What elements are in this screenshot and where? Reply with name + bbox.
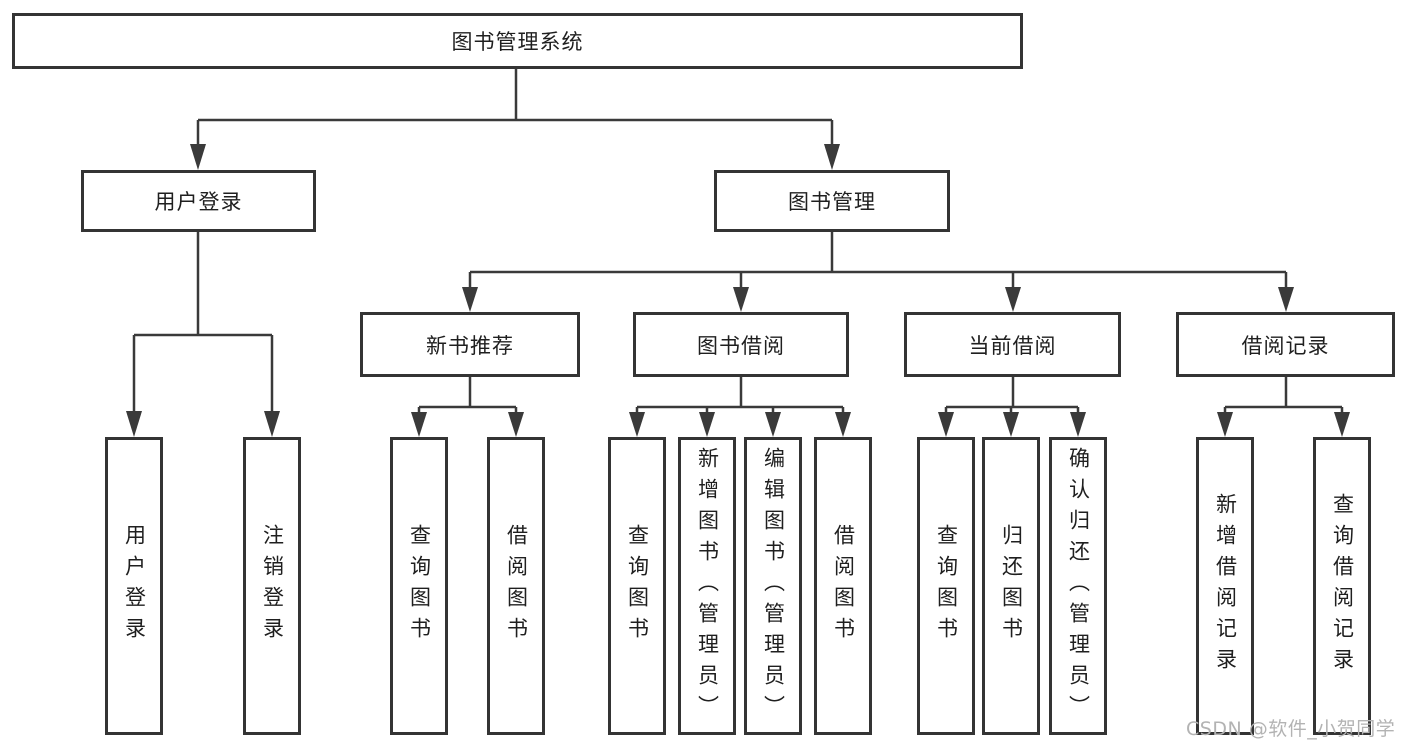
node-new-book-recommendation: 新书推荐 — [360, 312, 580, 377]
leaf-return-book: 归还图书 — [982, 437, 1040, 735]
node-label: 借阅记录 — [1241, 333, 1330, 358]
node-label: 查询图书 — [407, 524, 432, 648]
arrowheads — [126, 144, 1350, 437]
node-label: 查询图书 — [934, 524, 959, 648]
node-label: 用户登录 — [154, 190, 243, 214]
leaf-confirm-return-admin: 确认归还（管理员） — [1049, 437, 1107, 735]
leaf-logout: 注销登录 — [243, 437, 301, 735]
csdn-watermark: CSDN @软件_小贺同学 — [1186, 718, 1396, 740]
leaf-user-login: 用户登录 — [105, 437, 163, 735]
leaf-borrow-book-under-borrowing: 借阅图书 — [814, 437, 872, 735]
node-label: 借阅图书 — [831, 524, 856, 648]
node-label: 新增借阅记录 — [1213, 493, 1238, 679]
node-label: 确认归还（管理员） — [1066, 446, 1091, 726]
leaf-add-book-admin: 新增图书（管理员） — [678, 437, 736, 735]
node-label: 新增图书（管理员） — [695, 446, 720, 726]
node-book-borrowing: 图书借阅 — [633, 312, 849, 377]
leaf-query-borrow-record: 查询借阅记录 — [1313, 437, 1371, 735]
node-label: 查询借阅记录 — [1330, 493, 1355, 679]
node-label: 用户登录 — [122, 524, 147, 648]
node-system-root: 图书管理系统 — [12, 13, 1023, 69]
node-label: 当前借阅 — [968, 333, 1057, 358]
leaf-query-book-under-borrowing: 查询图书 — [608, 437, 666, 735]
node-book-management: 图书管理 — [714, 170, 950, 232]
leaf-query-book-under-current: 查询图书 — [917, 437, 975, 735]
node-label: 查询图书 — [625, 524, 650, 648]
leaf-borrow-book-under-recommendation: 借阅图书 — [487, 437, 545, 735]
leaf-edit-book-admin: 编辑图书（管理员） — [744, 437, 802, 735]
node-label: 新书推荐 — [426, 333, 514, 358]
node-borrowing-records: 借阅记录 — [1176, 312, 1395, 377]
node-label: 图书管理系统 — [451, 30, 584, 54]
node-label: 借阅图书 — [504, 524, 529, 648]
node-label: 图书借阅 — [697, 333, 785, 358]
node-label: 归还图书 — [999, 524, 1024, 648]
node-label: 注销登录 — [260, 524, 285, 648]
leaf-add-borrow-record: 新增借阅记录 — [1196, 437, 1254, 735]
node-user-login: 用户登录 — [81, 170, 316, 232]
node-label: 编辑图书（管理员） — [761, 446, 786, 726]
node-label: 图书管理 — [788, 190, 876, 214]
node-current-borrowing: 当前借阅 — [904, 312, 1121, 377]
leaf-query-book-under-recommendation: 查询图书 — [390, 437, 448, 735]
